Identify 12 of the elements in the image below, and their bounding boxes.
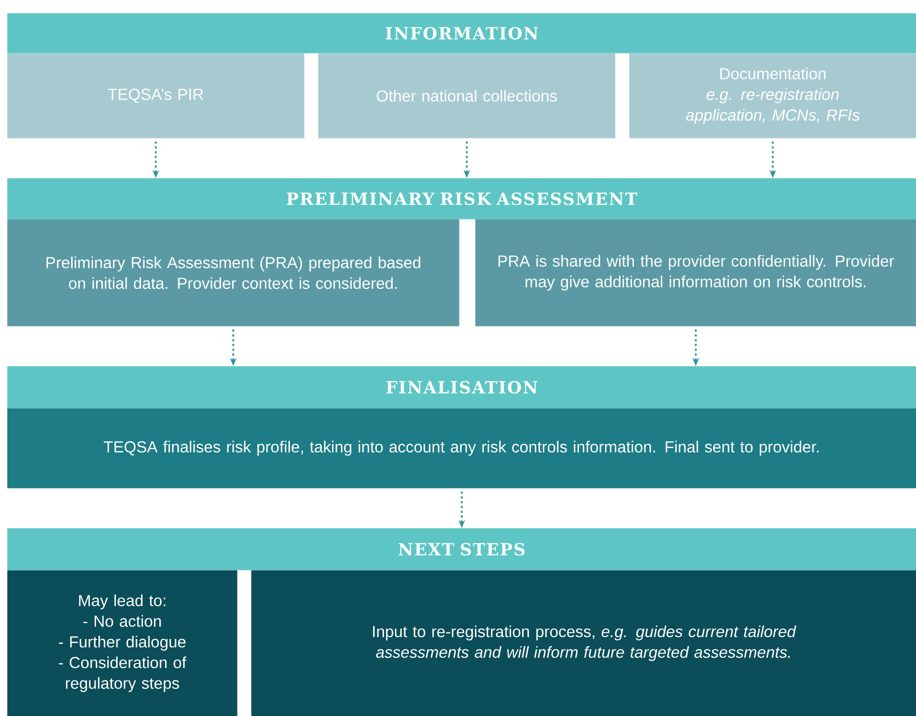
text-box: Documentation e.g. re-registration application, MCNs, RFIs (629, 53, 916, 138)
section-header: INFORMATION (7, 13, 916, 54)
section-header: FINALISATION (7, 366, 916, 408)
text-box: Input to re-registration process, e.g. guides current tailored assessments and will inform future targeted assessments. (251, 570, 916, 716)
text-box: Preliminary Risk Assessment (PRA) prepared based on initial data. Provider context is considered. (7, 219, 460, 326)
text-box: Other national collections (318, 53, 616, 138)
text-box: May lead to: - No action - Further dialogue - Consideration of regulatory steps (7, 570, 238, 716)
section-header: PRELIMINARY RISK ASSESSMENT (7, 178, 916, 220)
text-box: PRA is shared with the provider confidentially. Provider may give additional information on risk controls. (475, 219, 916, 326)
text-box: TEQSA finalises risk profile, taking into account any risk controls information. Final sent to provider. (7, 408, 916, 488)
section-header: NEXT STEPS (7, 528, 916, 570)
text-box: TEQSA’s PIR (7, 53, 304, 138)
